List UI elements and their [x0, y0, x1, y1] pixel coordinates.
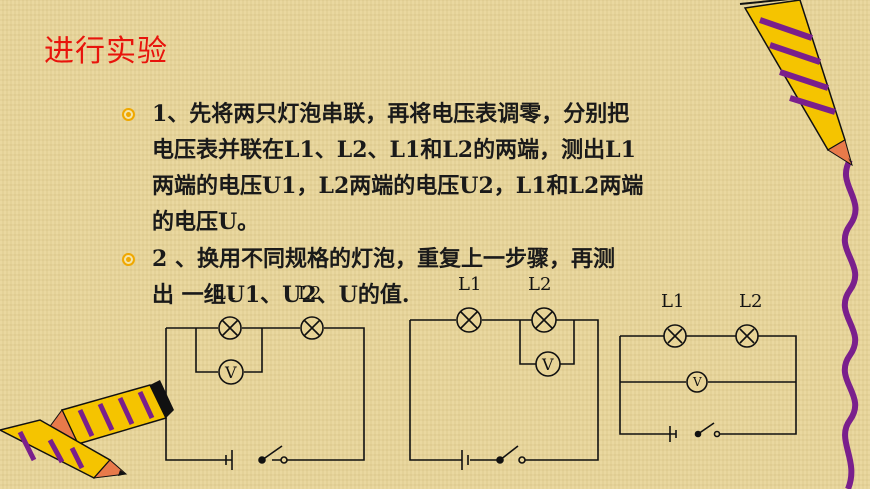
- circuit-1-l1-label: L1: [214, 283, 237, 304]
- circuit-2-v-label: V: [541, 355, 554, 374]
- bullet-marker-2: [122, 253, 135, 266]
- voltmeter-icon: [535, 351, 561, 377]
- circuit-3-v-label: V: [692, 375, 702, 389]
- slide-title: 进行实验: [44, 34, 168, 69]
- circuit-3-l2-label: L2: [739, 291, 762, 312]
- pencil-bottom-left-small: [0, 419, 128, 479]
- bullet-marker-1: [122, 108, 135, 121]
- circuit-3-l1-label: L1: [661, 291, 684, 312]
- bullet-1-line-4: 的电压U。: [152, 209, 260, 235]
- circuit-1-l2-label: L2: [298, 283, 321, 304]
- bullet-2-line-1: 2 、换用不同规格的灯泡，重复上一步骤，再测: [152, 246, 615, 272]
- bullet-1-line-2: 电压表并联在L1、L2、L1和L2的两端，测出L1: [152, 137, 636, 163]
- circuit-2-l1-label: L1: [458, 274, 481, 295]
- circuit-2: [409, 307, 599, 470]
- pencil-top-right: [739, 0, 853, 167]
- purple-squiggle: [841, 158, 859, 489]
- voltmeter-icon: [218, 359, 244, 385]
- bullet-1: 1、先将两只灯泡串联，再将电压表调零，分别把 电压表并联在L1、L2、L1和L2…: [152, 96, 792, 240]
- circuit-3: [619, 324, 797, 442]
- voltmeter-icon: [686, 371, 708, 393]
- circuit-2-l2-label: L2: [528, 274, 551, 295]
- bullet-2-line-2: 出 一组U1、U2、U的值.: [152, 282, 410, 308]
- bullet-1-line-1: 1、先将两只灯泡串联，再将电压表调零，分别把: [152, 101, 630, 127]
- bullet-1-line-3: 两端的电压U1，L2两端的电压U2，L1和L2两端: [152, 173, 644, 199]
- circuit-1-v-label: V: [224, 363, 237, 382]
- circuit-1: [165, 316, 365, 470]
- bullet-2: 2 、换用不同规格的灯泡，重复上一步骤，再测 出 一组U1、U2、U的值.: [152, 241, 792, 313]
